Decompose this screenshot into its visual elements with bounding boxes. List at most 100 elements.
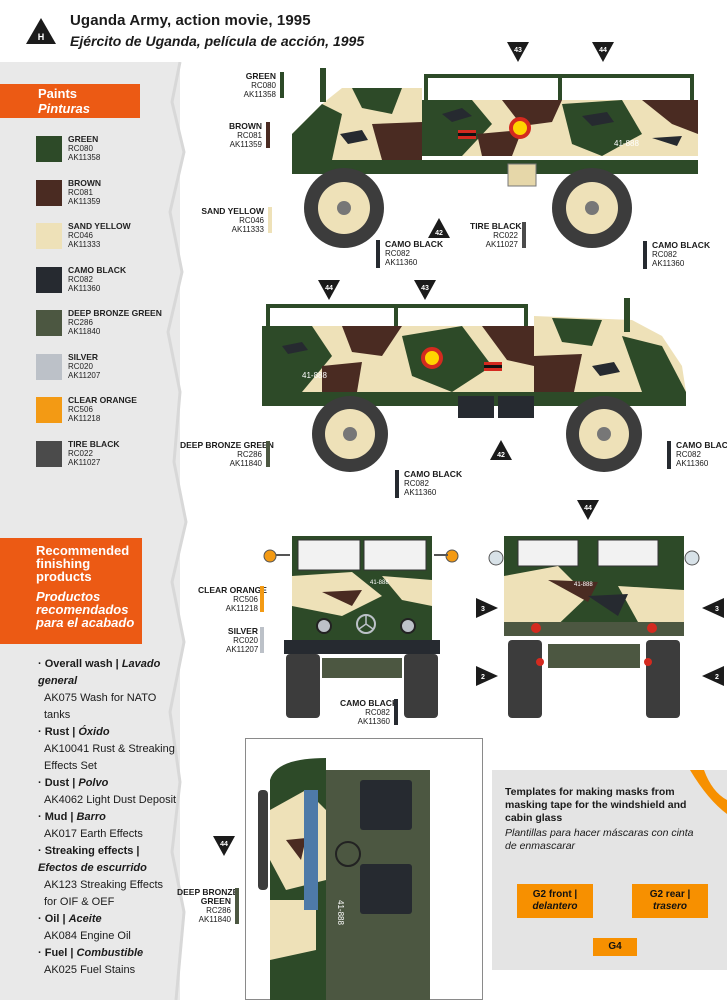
paints-header: Paints Pinturas <box>0 84 140 118</box>
marker-2-left: 2 <box>476 666 498 686</box>
marker-43-top: 43 <box>507 42 529 62</box>
g2-front-label: G2 front | <box>532 889 578 900</box>
g4-button[interactable]: G4 <box>593 938 637 956</box>
finishing-item-label-es: Combustible <box>76 947 144 959</box>
finishing-item-product: AK10041 Rust & Streaking Effects Set <box>44 743 175 772</box>
callout-sand-top-name: SAND YELLOW <box>201 206 264 216</box>
callout-camo-top-ak: AK11360 <box>385 258 418 267</box>
callout-camo-mid-right: CAMO BLACK RC082 AK11360 <box>667 440 727 469</box>
finishing-item-label-en: Streaking effects | <box>44 845 140 857</box>
callout-camo-mid-right-ak: AK11360 <box>676 459 709 468</box>
paint-name: BROWN <box>68 177 102 188</box>
finishing-item-label: · Fuel | Combustible <box>38 945 178 962</box>
paint-color-chip <box>36 310 62 336</box>
g2-rear-label: G2 rear | <box>649 889 691 900</box>
callout-brown-top-rc: RC081 <box>237 131 262 140</box>
callout-camo-mid-right-rc: RC082 <box>676 450 701 459</box>
marker-44-mid: 44 <box>318 280 340 300</box>
marker-44-topview-label: 44 <box>220 841 228 848</box>
callout-tire-top: TIRE BLACK RC022 AK11027 <box>470 221 526 249</box>
g2-front-button[interactable]: G2 front | delantero <box>517 884 593 918</box>
finishing-item-label-es: Lavado general <box>38 658 161 687</box>
marker-42-mid: 42 <box>490 440 512 460</box>
side2-plate-number: 41-888 <box>302 371 327 380</box>
callout-camo-top-right-ak: AK11360 <box>652 259 685 268</box>
paint-ak-code: AK11358 <box>68 153 101 162</box>
callout-orange-front-rc: RC506 <box>233 595 258 604</box>
paint-ak-code: AK11360 <box>68 283 101 293</box>
paint-color-chip <box>36 397 62 423</box>
marker-44-rear: 44 <box>577 500 599 520</box>
callout-camo-mid-rc: RC082 <box>404 479 429 488</box>
templates-corner-swoosh <box>690 770 727 814</box>
callout-dbg-mid-name: DEEP BRONZE GREEN <box>180 440 274 450</box>
callout-sand-top: SAND YELLOW RC046 AK11333 <box>200 206 272 234</box>
callout-camo-top-rc: RC082 <box>385 249 410 258</box>
front-plate-number: 41-888 <box>370 580 389 586</box>
bullet-dot-icon: · <box>38 658 45 670</box>
marker-42-top: 42 <box>428 218 450 238</box>
finishing-header: Recommended finishing products Productos… <box>0 538 142 644</box>
callout-dbg-mid: DEEP BRONZE GREEN RC286 AK11840 <box>180 441 274 469</box>
callout-dbg-mid-ak: AK11840 <box>229 459 262 468</box>
templates-text: Templates for making masks from masking … <box>505 786 705 853</box>
callout-dbg-mid-rc: RC286 <box>237 450 262 459</box>
finishing-item: · Streaking effects | Efectos de escurri… <box>38 843 178 911</box>
paint-rc-code: RC020 <box>68 361 93 371</box>
marker-43-top-label: 43 <box>514 47 522 54</box>
callout-camo-front-rc: RC082 <box>365 708 390 717</box>
paint-name: SILVER <box>68 351 99 362</box>
paint-color-chip <box>36 266 62 293</box>
callout-camo-mid-ak: AK11360 <box>404 488 437 497</box>
paint-rc-code: RC286 <box>68 318 93 327</box>
finishing-title-en: Recommended finishing products <box>36 543 130 584</box>
finishing-item-label-es: Polvo <box>78 777 109 789</box>
callout-camo-top-right: CAMO BLACK RC082 AK11360 <box>643 241 710 269</box>
paints-title-en: Paints <box>38 86 78 101</box>
callout-silver-front-name: SILVER <box>227 626 258 636</box>
truck-side-view-left: 41-888 <box>262 298 686 472</box>
paint-rc-code: RC082 <box>68 274 93 284</box>
callout-tire-top-name: TIRE BLACK <box>470 221 522 231</box>
finishing-item-label: · Streaking effects | Efectos de escurri… <box>38 843 178 877</box>
finishing-item-label-en: Fuel | <box>44 947 74 959</box>
truck-rear-view: 41-888 <box>488 536 700 718</box>
finishing-item-product: AK4062 Light Dust Deposit <box>44 794 177 806</box>
marker-43-mid-label: 43 <box>421 285 429 292</box>
marker-2-left-label: 2 <box>481 674 485 681</box>
marker-43-mid: 43 <box>414 280 436 300</box>
paints-title-es: Pinturas <box>38 101 91 116</box>
callout-camo-mid-name: CAMO BLACK <box>404 469 463 479</box>
callout-camo-top-name: CAMO BLACK <box>385 239 444 249</box>
top-plate-number: 41-888 <box>336 900 345 925</box>
finishing-item-label-es: Aceite <box>68 913 102 925</box>
callout-green-top-rc: RC080 <box>251 81 276 90</box>
callout-silver-front-ak: AK11207 <box>226 645 259 654</box>
callout-brown-top-name: BROWN <box>228 121 262 131</box>
bullet-dot-icon: · <box>38 913 45 925</box>
callout-orange-front: CLEAR ORANGE RC506 AK11218 <box>198 586 267 614</box>
marker-3-right: 3 <box>702 598 724 618</box>
finishing-item-label: · Dust | Polvo <box>38 775 178 792</box>
callout-dbg-top-name2: GREEN <box>200 896 231 906</box>
callout-camo-top-right-rc: RC082 <box>652 250 677 259</box>
callout-dbg-top-ak: AK11840 <box>198 915 231 924</box>
callout-dbg-top-name1: DEEP BRONZE <box>177 887 239 897</box>
callout-green-top: GREEN RC080 AK11358 <box>218 72 284 99</box>
finishing-item-label: · Overall wash | Lavado general <box>38 656 178 690</box>
version-badge-letter: H <box>38 32 45 42</box>
paint-ak-code: AK11359 <box>68 196 101 206</box>
marker-2-right-label: 2 <box>715 674 719 681</box>
marker-44-topview: 44 <box>213 836 235 856</box>
callout-brown-top: BROWN RC081 AK11359 <box>212 121 270 149</box>
paint-name: TIRE BLACK <box>68 438 120 449</box>
callout-camo-mid-right-name: CAMO BLACK <box>676 440 727 450</box>
finishing-item-label-en: Mud | <box>44 811 74 823</box>
finishing-item-label-es: Barro <box>76 811 106 823</box>
g2-rear-button[interactable]: G2 rear | trasero <box>632 884 708 918</box>
